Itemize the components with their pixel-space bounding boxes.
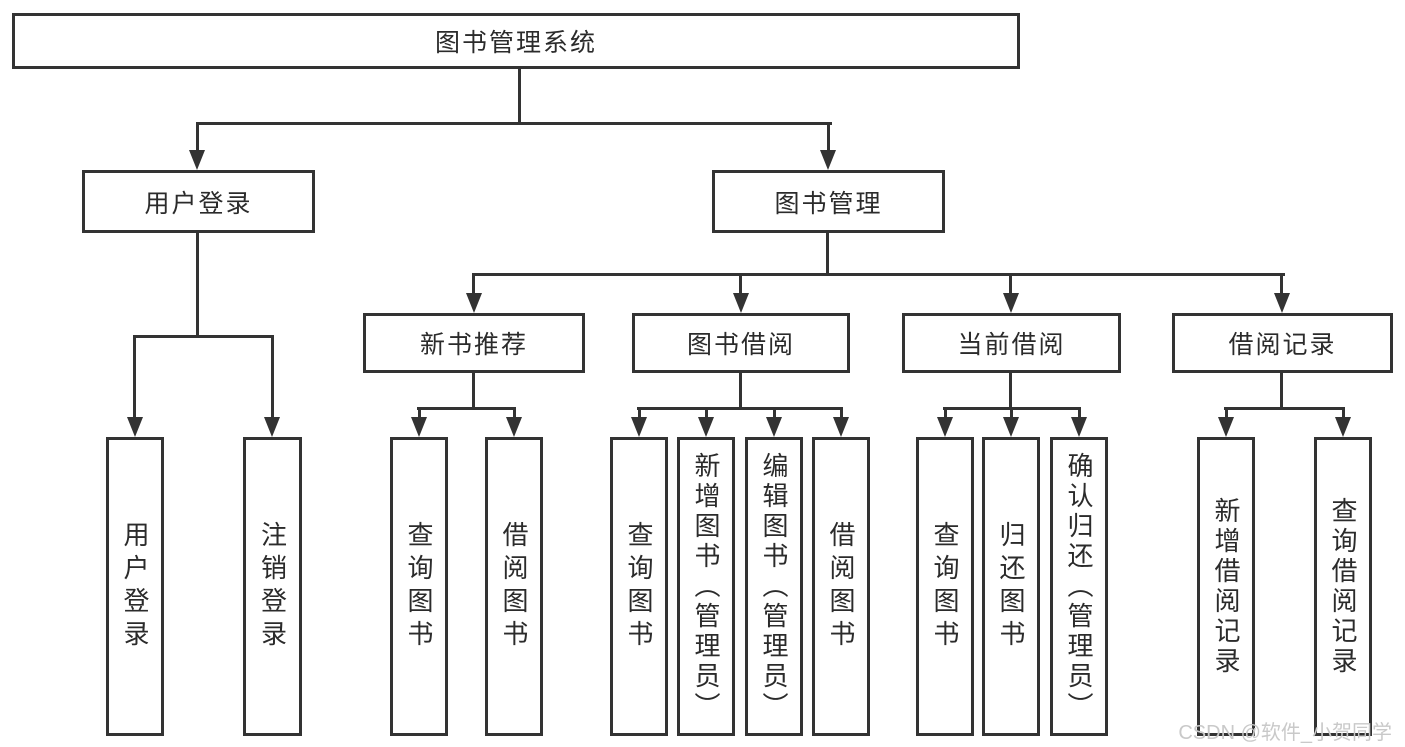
connector-user-login-stem [196,233,199,337]
node-user-login: 用户登录 [82,170,315,233]
arrow-down-icon [631,417,647,437]
leaf-search-books-current: 查询图书 [916,437,974,736]
leaf-return-books-label: 归还图书 [996,520,1026,653]
arrow-down-icon [1003,293,1019,313]
arrow-down-icon [1335,417,1351,437]
node-borrowing-records: 借阅记录 [1172,313,1393,373]
leaf-add-books-admin-label: 新增图书（管理员） [691,451,721,722]
leaf-borrow-books-borrowing-label: 借阅图书 [826,520,856,653]
connector-borrowing-drop-4 [840,407,843,423]
arrow-down-icon [189,150,205,170]
connector-book-mgmt-stem [826,233,829,275]
watermark-text: CSDN @软件_小贺同学 [1178,722,1392,744]
leaf-edit-books-admin: 编辑图书（管理员） [745,437,803,736]
connector-borrowing-rail [637,407,843,410]
arrow-down-icon [466,293,482,313]
arrow-down-icon [1274,293,1290,313]
arrow-down-icon [264,417,280,437]
leaf-logout-label: 注销登录 [257,520,288,653]
arrow-down-icon [127,417,143,437]
leaf-search-books-borrowing-label: 查询图书 [624,520,654,653]
connector-user-login-drop-1 [133,335,136,423]
connector-l2-drop-left [196,122,199,156]
connector-recommend-rail [417,407,516,410]
connector-records-drop-1 [1225,407,1228,423]
connector-root-stem [518,69,521,125]
connector-user-login-drop-2 [271,335,274,423]
connector-recommend-drop-1 [418,407,421,423]
leaf-user-login: 用户登录 [106,437,164,736]
node-current-borrowing-label: 当前借阅 [957,331,1066,359]
leaf-search-books-recommend: 查询图书 [390,437,448,736]
connector-current-drop-1 [944,407,947,423]
connector-records-drop-2 [1342,407,1345,423]
connector-l2-drop-right [827,122,830,156]
leaf-search-books-borrowing: 查询图书 [610,437,668,736]
leaf-search-books-recommend-label: 查询图书 [404,520,434,653]
arrow-down-icon [1071,417,1087,437]
node-book-borrowing: 图书借阅 [632,313,850,373]
connector-current-stem [1009,373,1012,409]
connector-recommend-drop-2 [513,407,516,423]
connector-current-drop-2 [1010,407,1013,423]
connector-user-login-rail [133,335,274,338]
leaf-add-borrow-record: 新增借阅记录 [1197,437,1255,736]
node-new-book-recommend: 新书推荐 [363,313,585,373]
node-current-borrowing: 当前借阅 [902,313,1121,373]
leaf-search-borrow-record-label: 查询借阅记录 [1328,496,1358,677]
root-node: 图书管理系统 [12,13,1020,69]
connector-current-drop-3 [1078,407,1081,423]
connector-l3-drop-4 [1280,273,1283,299]
leaf-add-books-admin: 新增图书（管理员） [677,437,735,736]
connector-records-rail [1224,407,1345,410]
connector-l2-rail [196,122,832,125]
leaf-search-books-current-label: 查询图书 [930,520,960,653]
connector-borrowing-drop-3 [773,407,776,423]
arrow-down-icon [733,293,749,313]
connector-records-stem [1280,373,1283,409]
arrow-down-icon [937,417,953,437]
arrow-down-icon [820,150,836,170]
leaf-edit-books-admin-label: 编辑图书（管理员） [759,451,789,722]
connector-borrowing-drop-2 [705,407,708,423]
arrow-down-icon [833,417,849,437]
arrow-down-icon [411,417,427,437]
leaf-return-books: 归还图书 [982,437,1040,736]
connector-borrowing-stem [739,373,742,409]
leaf-borrow-books-borrowing: 借阅图书 [812,437,870,736]
node-new-book-recommend-label: 新书推荐 [419,331,528,359]
arrow-down-icon [506,417,522,437]
leaf-borrow-books-recommend: 借阅图书 [485,437,543,736]
root-node-label: 图书管理系统 [434,29,597,57]
connector-l3-rail [472,273,1285,276]
node-book-management: 图书管理 [712,170,945,233]
connector-borrowing-drop-1 [638,407,641,423]
arrow-down-icon [1218,417,1234,437]
node-book-management-label: 图书管理 [774,189,883,218]
arrow-down-icon [1003,417,1019,437]
leaf-user-login-label: 用户登录 [120,520,150,653]
arrow-down-icon [766,417,782,437]
leaf-search-borrow-record: 查询借阅记录 [1314,437,1372,736]
connector-l3-drop-1 [472,273,475,299]
leaf-confirm-return-admin: 确认归还（管理员） [1050,437,1108,736]
leaf-logout: 注销登录 [243,437,302,736]
node-user-login-label: 用户登录 [144,189,253,218]
leaf-add-borrow-record-label: 新增借阅记录 [1211,496,1241,677]
node-borrowing-records-label: 借阅记录 [1228,331,1337,359]
arrow-down-icon [698,417,714,437]
connector-recommend-stem [472,373,475,409]
leaf-borrow-books-recommend-label: 借阅图书 [499,520,529,653]
node-book-borrowing-label: 图书借阅 [686,331,795,359]
connector-l3-drop-2 [739,273,742,299]
leaf-confirm-return-admin-label: 确认归还（管理员） [1064,451,1094,722]
connector-l3-drop-3 [1009,273,1012,299]
